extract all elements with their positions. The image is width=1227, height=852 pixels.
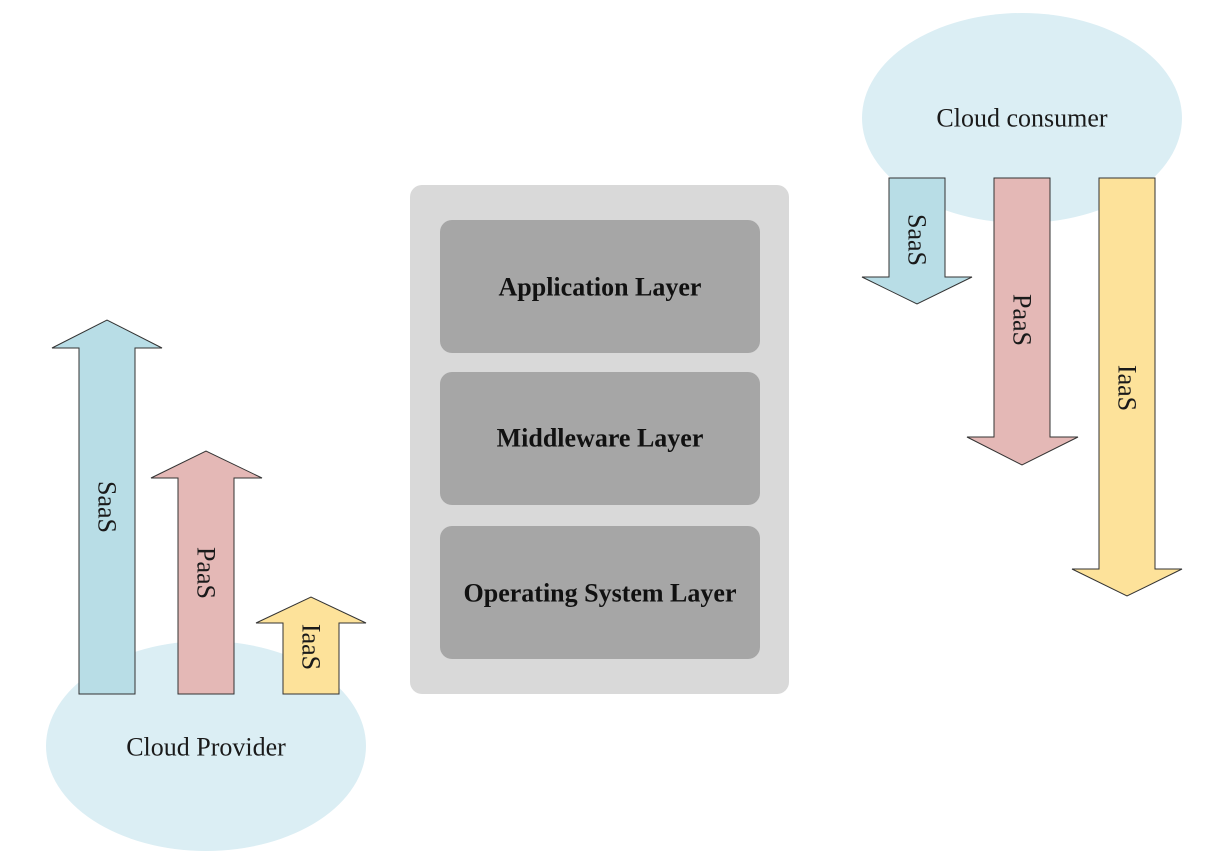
provider-iaas-label: IaaS (297, 624, 326, 670)
provider-saas-label: SaaS (93, 481, 122, 533)
provider-saas-arrow (51, 319, 163, 695)
consumer-iaas-label: IaaS (1113, 365, 1142, 411)
consumer-iaas-arrow (1071, 177, 1183, 597)
provider-iaas-arrow (255, 596, 367, 695)
consumer-saas-label: SaaS (903, 214, 932, 266)
consumer-saas-arrow (861, 177, 973, 305)
provider-paas-arrow (150, 450, 263, 695)
cloud-consumer-label: Cloud consumer (936, 104, 1107, 133)
middleware-layer-box (440, 372, 760, 505)
application-layer-label: Application Layer (499, 273, 702, 302)
application-layer-box (440, 220, 760, 353)
consumer-paas-arrow (966, 177, 1079, 466)
cloud-consumer-ellipse (862, 13, 1182, 223)
cloud-provider-label: Cloud Provider (126, 733, 286, 762)
provider-paas-label: PaaS (192, 547, 221, 599)
consumer-paas-label: PaaS (1008, 294, 1037, 346)
middleware-layer-label: Middleware Layer (497, 424, 704, 453)
operating-system-layer-label: Operating System Layer (464, 579, 737, 608)
operating-system-layer-box (440, 526, 760, 659)
